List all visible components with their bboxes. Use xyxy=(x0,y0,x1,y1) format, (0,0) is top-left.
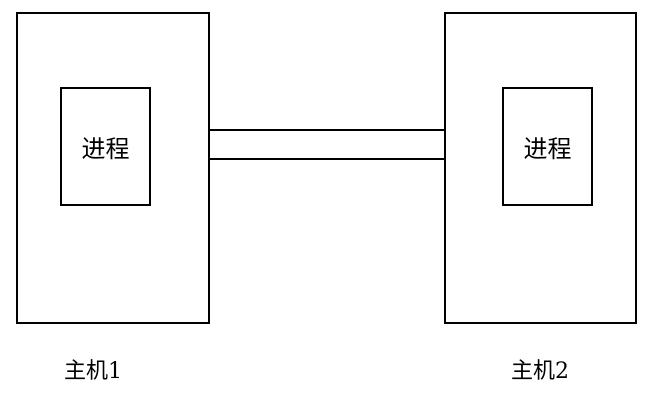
host-2-process-box: 进程 xyxy=(502,87,593,206)
host-1-process-label: 进程 xyxy=(81,135,130,163)
host-2-process-label: 进程 xyxy=(523,135,572,163)
host-1-process-box: 进程 xyxy=(60,87,151,206)
host-1-label: 主机1 xyxy=(64,359,122,384)
host-2-label: 主机2 xyxy=(511,359,569,384)
connection-channel xyxy=(208,129,446,160)
